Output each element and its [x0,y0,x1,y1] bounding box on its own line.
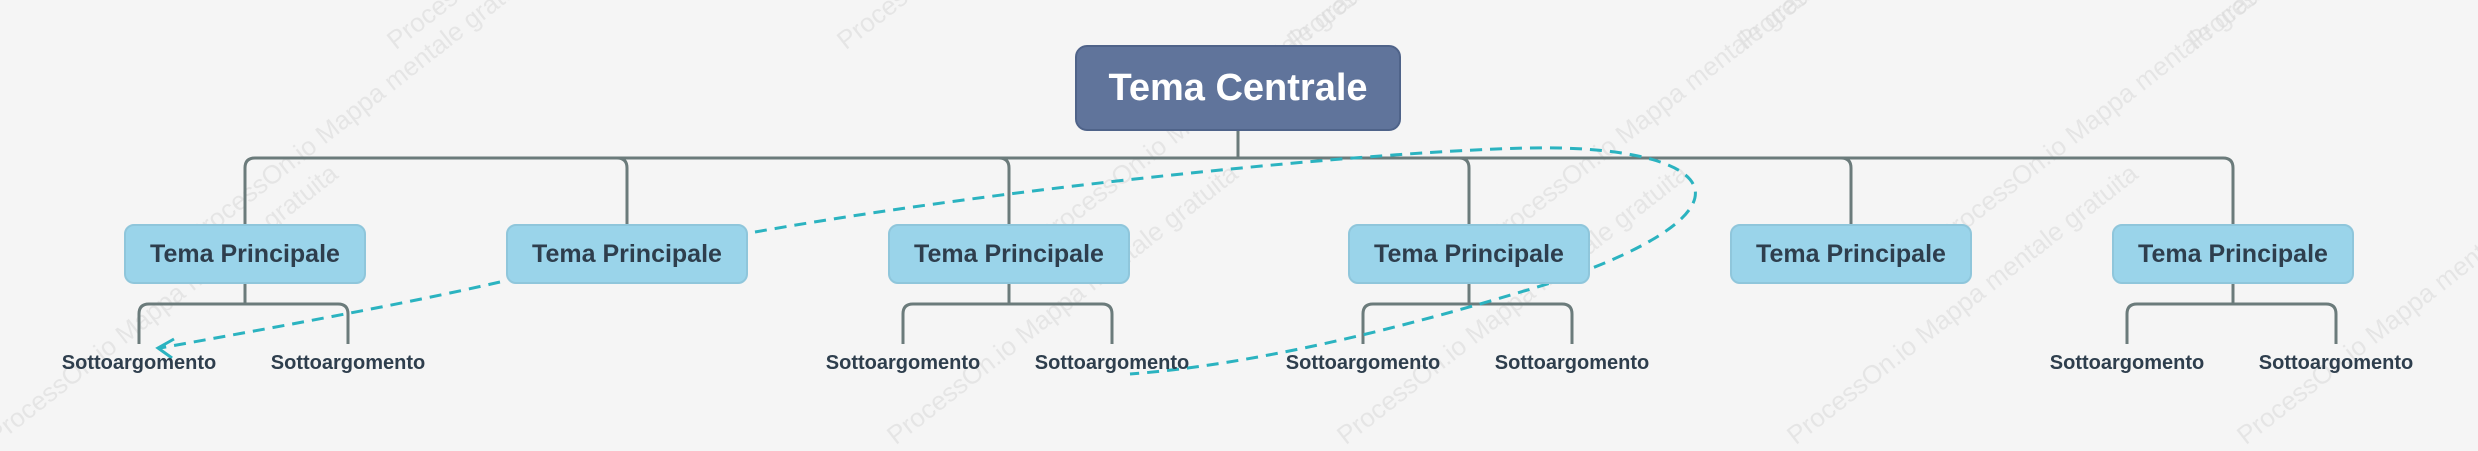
subtopic[interactable]: Sottoargomento [1034,352,1190,374]
main-topic-label: Tema Principale [2138,239,2328,268]
relationship-line-lower[interactable] [159,280,501,350]
main-topic[interactable]: Tema Principale [2112,224,2354,284]
main-topic-label: Tema Principale [914,239,1104,268]
central-topic[interactable]: Tema Centrale [1075,45,1401,131]
main-bus [243,156,2235,224]
main-drop [616,156,629,224]
main-drop [998,156,1011,224]
main-drop [1840,156,1853,224]
subtopic[interactable]: Sottoargomento [825,352,981,374]
main-topic[interactable]: Tema Principale [124,224,366,284]
subtopic[interactable]: Sottoargomento [2258,352,2414,374]
main-topic-label: Tema Principale [532,239,722,268]
sub-bracket [901,302,1114,344]
relationship-line[interactable] [754,146,1697,376]
sub-bracket [1361,302,1574,344]
main-topic[interactable]: Tema Principale [1348,224,1590,284]
subtopic[interactable]: Sottoargomento [1494,352,1650,374]
main-topic-label: Tema Principale [150,239,340,268]
subtopic[interactable]: Sottoargomento [1285,352,1441,374]
main-topic-label: Tema Principale [1374,239,1564,268]
tree-connectors [137,131,2338,344]
main-topic[interactable]: Tema Principale [888,224,1130,284]
sub-bracket [137,302,350,344]
subtopic[interactable]: Sottoargomento [270,352,426,374]
main-topic[interactable]: Tema Principale [506,224,748,284]
main-topic[interactable]: Tema Principale [1730,224,1972,284]
main-drop [1458,156,1471,224]
main-topic-label: Tema Principale [1756,239,1946,268]
subtopic[interactable]: Sottoargomento [61,352,217,374]
relationship-arrow-head [155,337,175,360]
central-topic-label: Tema Centrale [1108,66,1368,109]
sub-bracket [2125,302,2338,344]
connector-layer [137,131,2338,376]
subtopic[interactable]: Sottoargomento [2049,352,2205,374]
